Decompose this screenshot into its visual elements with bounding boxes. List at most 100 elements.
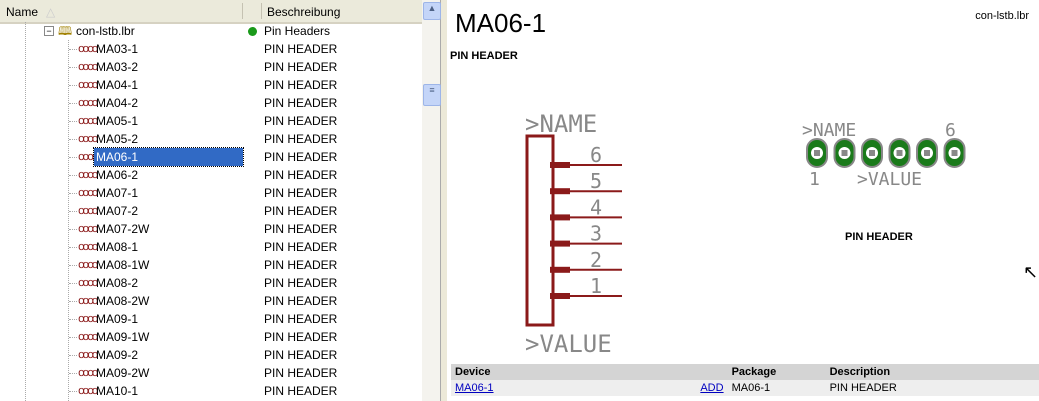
item-description: PIN HEADER: [264, 330, 338, 344]
package-value-label: >VALUE: [857, 169, 922, 190]
device-link[interactable]: MA06-1: [455, 382, 494, 394]
device-icon: ꝏꝏ: [78, 43, 98, 55]
item-description: PIN HEADER: [264, 258, 338, 272]
device-icon: ꝏꝏ: [78, 61, 98, 73]
item-description: PIN HEADER: [264, 312, 338, 326]
device-icon: ꝏꝏ: [78, 115, 98, 127]
device-icon: ꝏꝏ: [78, 97, 98, 109]
package-label: PIN HEADER: [845, 231, 913, 243]
library-label: con-lstb.lbr: [975, 10, 1029, 22]
column-description[interactable]: Beschreibung: [267, 5, 341, 19]
item-name: MA09-1: [96, 312, 139, 326]
column-name[interactable]: Name: [6, 5, 39, 19]
item-name: MA09-2W: [96, 366, 150, 380]
pin-stub: [550, 188, 570, 195]
device-icon: ꝏꝏ: [78, 367, 98, 379]
header-description: Description: [825, 364, 1039, 380]
book-icon: 🕮: [58, 24, 73, 38]
splitter[interactable]: [441, 0, 447, 401]
item-description: PIN HEADER: [264, 114, 338, 128]
collapse-icon[interactable]: −: [44, 26, 54, 36]
device-icon: ꝏꝏ: [78, 295, 98, 307]
item-description: PIN HEADER: [264, 168, 338, 182]
item-name: MA05-1: [96, 114, 139, 128]
item-description: PIN HEADER: [264, 60, 338, 74]
tree-header: Name △ Beschreibung: [0, 0, 422, 24]
device-icon: ꝏꝏ: [78, 241, 98, 253]
item-description: PIN HEADER: [264, 96, 338, 110]
item-description: PIN HEADER: [264, 276, 338, 290]
tree-library-row[interactable]: − 🕮 con-lstb.lbr Pin Headers: [0, 22, 422, 40]
pin-stub: [550, 214, 570, 221]
device-icon: ꝏꝏ: [78, 259, 98, 271]
device-icon: ꝏꝏ: [78, 223, 98, 235]
add-link[interactable]: ADD: [700, 382, 724, 394]
device-icon: ꝏꝏ: [78, 385, 98, 397]
scroll-up-button[interactable]: ▲: [423, 2, 441, 20]
item-name: MA06-1: [93, 147, 244, 167]
library-tree-panel: Name △ Beschreibung − 🕮 con-lstb.lbr Pin…: [0, 0, 441, 401]
device-icon: ꝏꝏ: [78, 205, 98, 217]
item-name: MA09-2: [96, 348, 139, 362]
item-name: MA07-2W: [96, 222, 150, 236]
item-description: PIN HEADER: [264, 366, 338, 380]
device-icon: ꝏꝏ: [78, 331, 98, 343]
item-name: MA03-2: [96, 60, 139, 74]
pin-number: 1: [590, 274, 602, 298]
item-description: PIN HEADER: [264, 294, 338, 308]
device-description: PIN HEADER: [450, 50, 518, 62]
header-package: Package: [727, 364, 826, 380]
item-name: MA04-2: [96, 96, 139, 110]
item-description: PIN HEADER: [264, 240, 338, 254]
scroll-thumb[interactable]: ≡: [423, 84, 441, 106]
pin-stub: [550, 293, 570, 299]
package-pin-first: 1: [809, 169, 820, 190]
library-description: Pin Headers: [264, 24, 331, 38]
sort-arrow-icon: △: [46, 5, 56, 19]
symbol-value-label: >VALUE: [525, 330, 612, 358]
item-description: PIN HEADER: [264, 222, 338, 236]
item-description: PIN HEADER: [264, 384, 338, 398]
symbol-name-label: >NAME: [525, 110, 597, 138]
item-description: PIN HEADER: [264, 132, 338, 146]
header-device: Device: [451, 364, 639, 380]
item-name: MA04-1: [96, 78, 139, 92]
description-cell: PIN HEADER: [825, 380, 1039, 396]
pin-number: 6: [590, 143, 602, 167]
package-name-label: >NAME: [802, 120, 856, 141]
scrollbar[interactable]: ▲ ≡: [422, 0, 441, 401]
item-description: PIN HEADER: [264, 204, 338, 218]
mouse-cursor-icon: ↖: [1023, 262, 1039, 282]
device-icon: ꝏꝏ: [78, 151, 98, 163]
item-description: PIN HEADER: [264, 78, 338, 92]
item-description: PIN HEADER: [264, 186, 338, 200]
device-icon: ꝏꝏ: [78, 133, 98, 145]
pin-stub: [550, 240, 570, 247]
package-footprint: >NAME 6 1 >VALUE: [802, 120, 966, 190]
item-name: MA07-2: [96, 204, 139, 218]
